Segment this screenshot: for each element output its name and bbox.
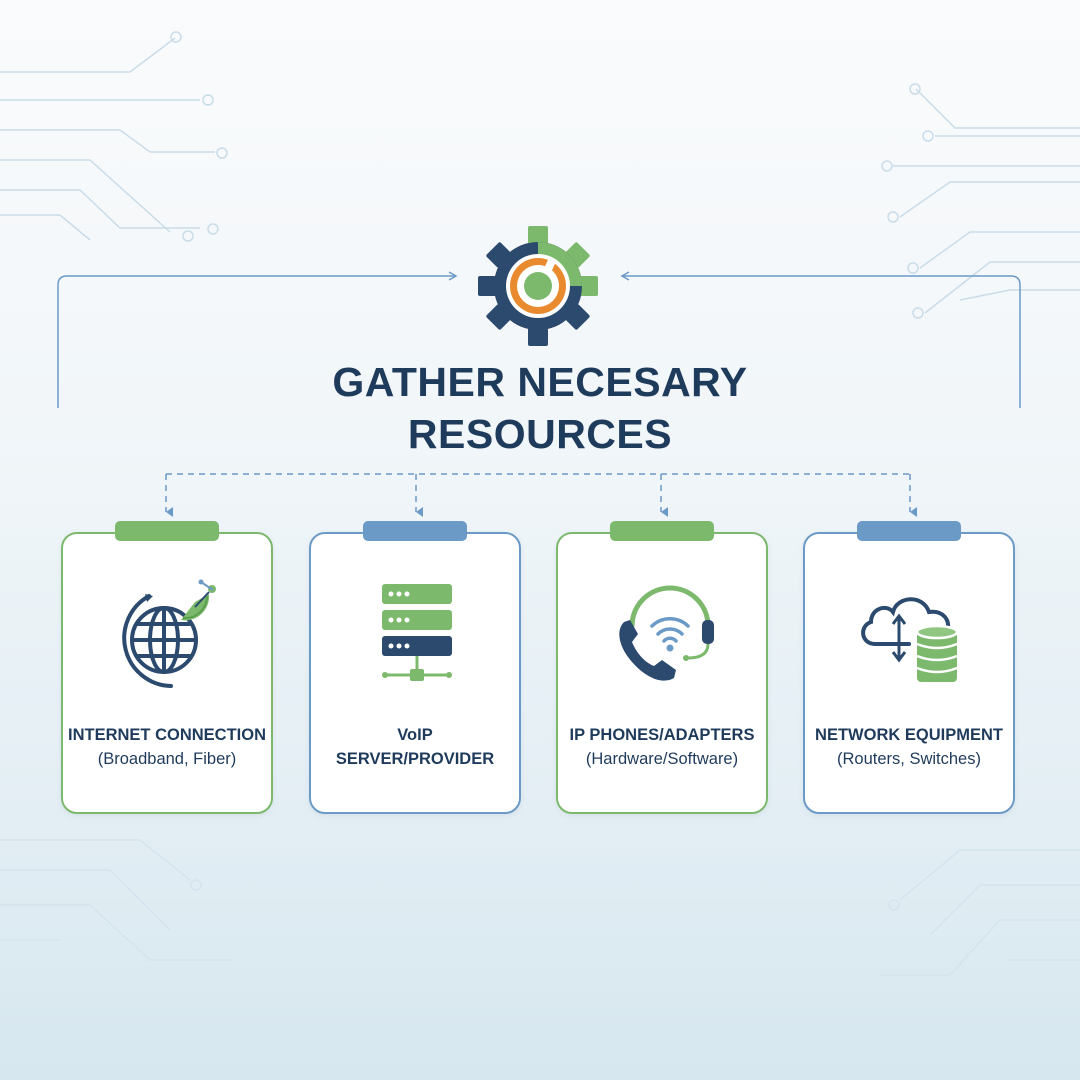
card-tab [363, 521, 467, 541]
card-title: IP PHONES/ADAPTERS [569, 726, 755, 744]
cloud-database-icon [861, 597, 959, 682]
card-subtitle: (Routers, Switches) [837, 750, 981, 768]
right-bracket-arrow [620, 271, 1021, 408]
card-tab [115, 521, 219, 541]
card-internet-connection: INTERNET CONNECTION (Broadband, Fiber) [61, 521, 273, 814]
card-subtitle: SERVER/PROVIDER [335, 750, 495, 768]
page-title: GATHER NECESARY RESOURCES [0, 356, 1080, 460]
card-label: IP PHONES/ADAPTERS (Hardware/Software) [558, 723, 766, 771]
card-voip-server: VoIP SERVER/PROVIDER [309, 521, 521, 814]
card-network-equipment: NETWORK EQUIPMENT (Routers, Switches) [803, 521, 1015, 814]
card-label: NETWORK EQUIPMENT (Routers, Switches) [805, 723, 1013, 771]
card-title: NETWORK EQUIPMENT [815, 726, 1003, 744]
card-subtitle: (Broadband, Fiber) [97, 750, 237, 768]
card-ip-phones: IP PHONES/ADAPTERS (Hardware/Software) [556, 521, 768, 814]
card-label: INTERNET CONNECTION (Broadband, Fiber) [63, 723, 271, 771]
card-tab [610, 521, 714, 541]
phone-headset-icon [619, 585, 714, 681]
card-title: VoIP [397, 726, 433, 744]
title-line-1: GATHER NECESARY [332, 359, 748, 405]
card-label: VoIP SERVER/PROVIDER [311, 723, 519, 771]
gear-icon [478, 226, 598, 346]
server-icon [382, 584, 452, 681]
card-tab [857, 521, 961, 541]
title-line-2: RESOURCES [407, 411, 673, 457]
globe-satellite-icon [122, 579, 216, 688]
left-bracket-arrow [57, 271, 458, 408]
card-title: INTERNET CONNECTION [68, 726, 266, 744]
card-subtitle: (Hardware/Software) [585, 750, 739, 768]
